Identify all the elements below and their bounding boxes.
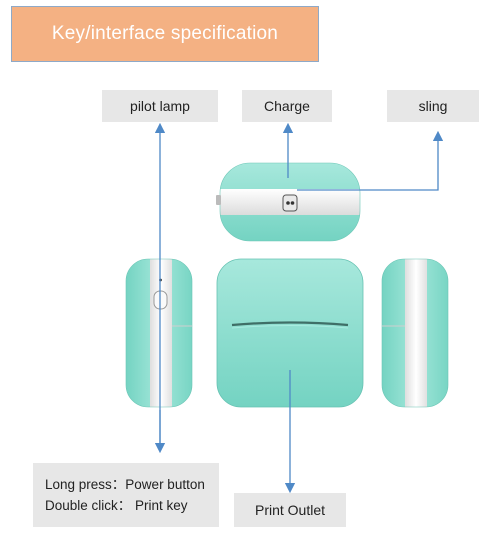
printer-right-view bbox=[381, 258, 449, 408]
label-sling: sling bbox=[387, 90, 479, 122]
section-title: Key/interface specification bbox=[11, 6, 319, 62]
paper-outlet-slot bbox=[231, 321, 349, 327]
label-long-press: Long press：Power button bbox=[45, 477, 205, 492]
printer-front-view bbox=[216, 258, 364, 408]
usb-port-icon bbox=[282, 194, 298, 212]
label-print-outlet: Print Outlet bbox=[234, 493, 346, 527]
label-double-click: Double click： Print key bbox=[45, 498, 188, 513]
label-charge: Charge bbox=[242, 90, 332, 122]
label-key-functions: Long press：Power button Double click： Pr… bbox=[33, 463, 219, 527]
printer-left-view bbox=[125, 258, 193, 408]
label-pilot-lamp: pilot lamp bbox=[102, 90, 218, 122]
arrow-sling bbox=[297, 130, 444, 191]
printer-top-view bbox=[216, 162, 361, 242]
callout-arrows bbox=[154, 122, 444, 494]
